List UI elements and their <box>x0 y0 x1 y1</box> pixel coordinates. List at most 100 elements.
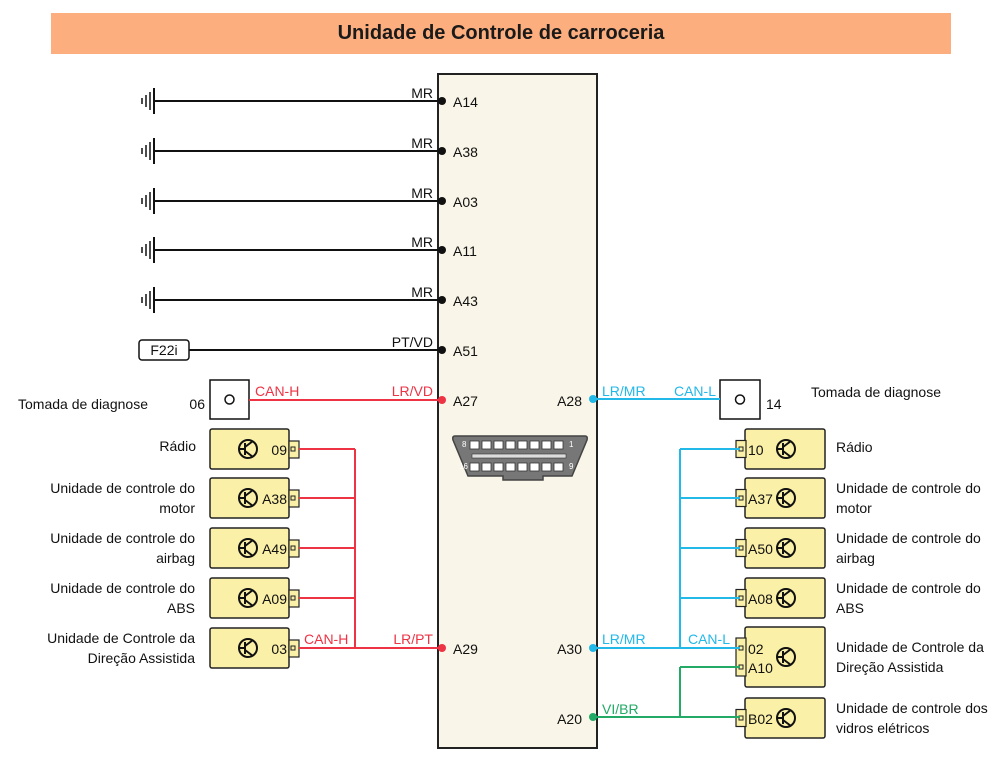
ecu-name: Unidade de controle do <box>836 580 981 596</box>
wire-color-label: VI/BR <box>602 701 639 717</box>
wire-color-label: LR/PT <box>393 631 433 647</box>
transistor-lead <box>244 649 254 657</box>
socket-terminal-icon <box>224 394 235 405</box>
obd-pin <box>517 462 528 472</box>
wire-color-label: LR/MR <box>602 631 646 647</box>
transistor-icon <box>238 638 258 658</box>
ecu-name: vidros elétricos <box>836 720 929 736</box>
wire-color-label: MR <box>411 135 433 151</box>
wire-color-label: MR <box>411 185 433 201</box>
signal-label: CAN-H <box>304 631 348 647</box>
ecu-name: Unidade de controle do <box>50 480 195 496</box>
pin-dot <box>438 246 446 254</box>
ecu-name: Unidade de Controle da <box>47 630 195 646</box>
ecu-name: Unidade de controle do <box>836 530 981 546</box>
diagnostic-socket-label: Tomada de diagnose <box>18 396 148 412</box>
wire-color-label: MR <box>411 284 433 300</box>
pin-label: A20 <box>557 711 582 727</box>
obd-pin <box>541 440 552 450</box>
transistor-lead <box>782 450 792 458</box>
ecu-name: Direção Assistida <box>836 659 944 675</box>
transistor-lead <box>782 499 792 507</box>
ecu-terminal-label: B02 <box>748 711 773 727</box>
pin-dot <box>438 97 446 105</box>
transistor-icon <box>776 439 796 459</box>
transistor-lead <box>782 648 792 656</box>
signal-label: CAN-H <box>255 383 299 399</box>
ecu-name: Unidade de controle do <box>836 480 981 496</box>
transistor-lead <box>782 539 792 547</box>
ecu-terminal-label: 10 <box>748 442 764 458</box>
ecu-connector-tab <box>735 637 747 677</box>
ecu-terminal-label: 02 <box>748 641 764 657</box>
obd-center-bar <box>471 453 567 459</box>
ecu-module-box <box>744 626 826 688</box>
pin-dot <box>438 396 446 404</box>
obd-pin <box>553 462 564 472</box>
socket-terminal-number: 06 <box>189 396 205 412</box>
pin-label: A29 <box>453 641 478 657</box>
diagnostic-socket-label: Tomada de diagnose <box>811 384 941 400</box>
title-bar: Unidade de Controle de carroceria <box>51 13 951 54</box>
transistor-lead <box>244 440 254 448</box>
diagram-title: Unidade de Controle de carroceria <box>337 22 665 44</box>
pin-label: A51 <box>453 343 478 359</box>
pin-dot <box>438 197 446 205</box>
ecu-name: ABS <box>167 600 195 616</box>
transistor-lead <box>244 539 254 547</box>
pin-label: A38 <box>453 144 478 160</box>
ecu-connector-pin <box>290 446 296 452</box>
ecu-terminal-label: A08 <box>748 591 773 607</box>
pin-label: A27 <box>453 393 478 409</box>
ecu-name: motor <box>159 500 195 516</box>
diagnostic-socket <box>209 379 250 420</box>
ecu-name: Direção Assistida <box>88 650 196 666</box>
transistor-lead <box>244 450 254 458</box>
pin-dot <box>589 713 597 721</box>
obd-pin <box>553 440 564 450</box>
wire-color-label: LR/MR <box>602 383 646 399</box>
transistor-lead <box>244 589 254 597</box>
ecu-name: Rádio <box>159 438 196 454</box>
ecu-name: Unidade de controle do <box>50 530 195 546</box>
transistor-lead <box>244 489 254 497</box>
obd-pin <box>529 462 540 472</box>
signal-label: CAN-L <box>674 383 716 399</box>
pin-label: A11 <box>453 243 477 259</box>
transistor-lead <box>782 599 792 607</box>
ecu-name: motor <box>836 500 872 516</box>
obd-pin <box>505 462 516 472</box>
transistor-lead <box>782 658 792 666</box>
ecu-terminal-label: A37 <box>748 491 773 507</box>
obd-pin-number: 8 <box>462 440 467 449</box>
signal-label: CAN-L <box>688 631 730 647</box>
ecu-name: airbag <box>836 550 875 566</box>
pin-dot <box>589 395 597 403</box>
ecu-terminal-label: A50 <box>748 541 773 557</box>
transistor-icon <box>238 488 258 508</box>
ecu-connector-pin <box>290 495 296 501</box>
ecu-terminal-label: A09 <box>262 591 287 607</box>
obd-pin <box>481 440 492 450</box>
pin-label: A30 <box>557 641 582 657</box>
ecu-connector-pin <box>290 645 296 651</box>
pin-label: A14 <box>453 94 478 110</box>
obd-pin <box>505 440 516 450</box>
obd-pin <box>493 462 504 472</box>
ecu-terminal-label: A10 <box>748 660 773 676</box>
diagnostic-socket <box>719 379 761 420</box>
ecu-connector-pin <box>290 545 296 551</box>
transistor-lead <box>782 489 792 497</box>
pin-label: A28 <box>557 393 582 409</box>
transistor-icon <box>776 647 796 667</box>
ecu-name: Unidade de controle do <box>50 580 195 596</box>
pin-dot <box>589 644 597 652</box>
ecu-connector-pin <box>290 595 296 601</box>
ecu-name: ABS <box>836 600 864 616</box>
fuse-label: F22i <box>150 342 177 358</box>
wire-color-label: MR <box>411 234 433 250</box>
transistor-lead <box>244 549 254 557</box>
socket-terminal-icon <box>734 394 746 405</box>
transistor-lead <box>782 549 792 557</box>
